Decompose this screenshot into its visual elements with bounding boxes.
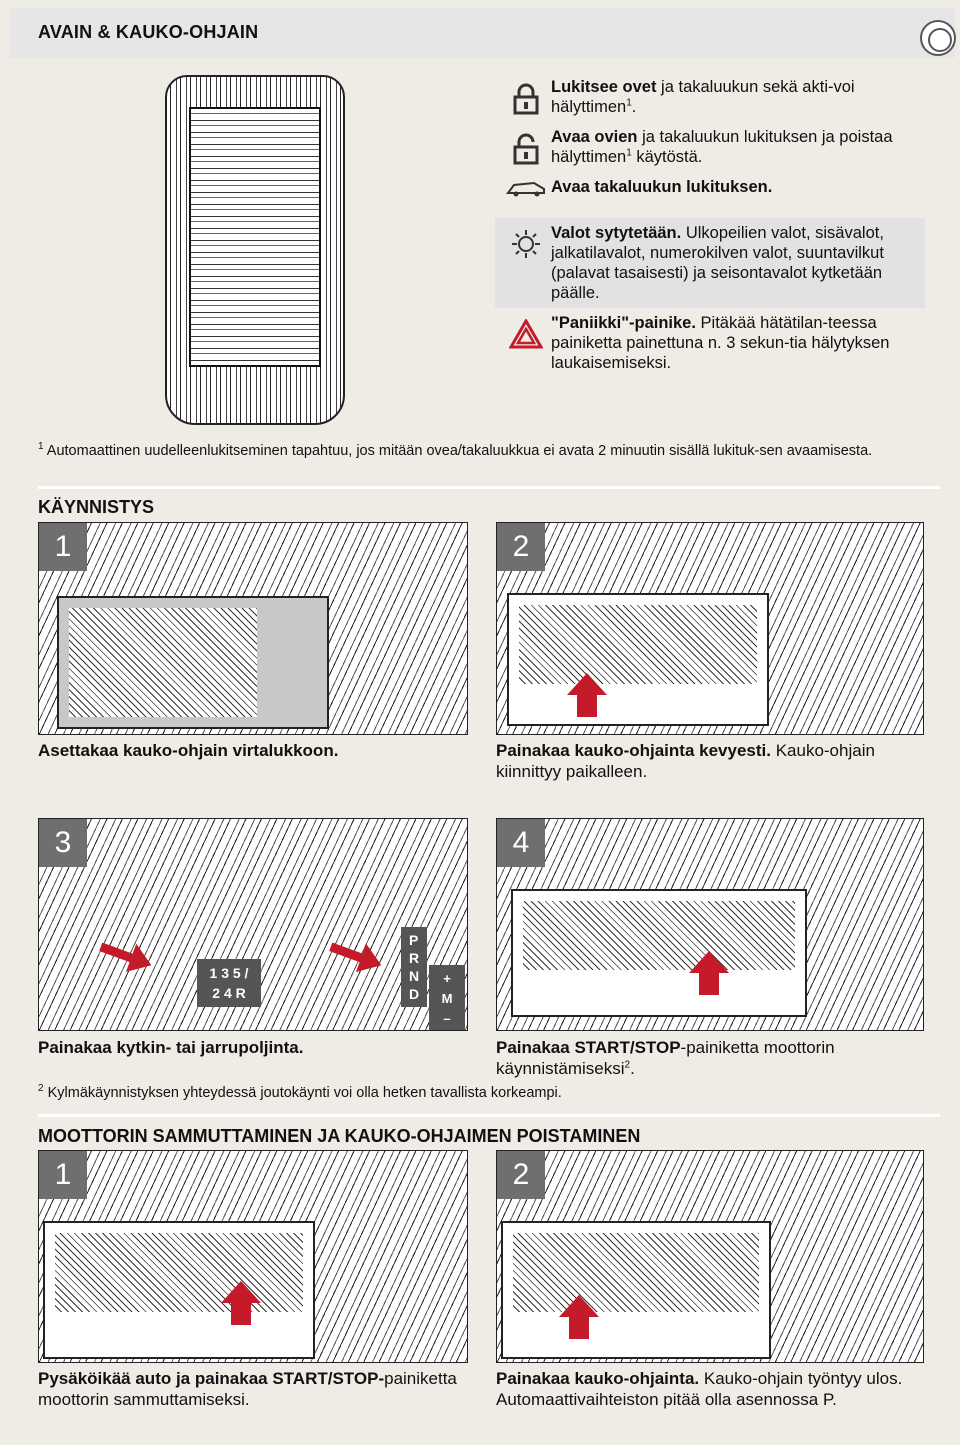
- page-title: AVAIN & KAUKO-OHJAIN: [38, 22, 259, 42]
- light-icon: [501, 223, 551, 263]
- remote-key-image: [165, 75, 345, 425]
- page-header: AVAIN & KAUKO-OHJAIN: [10, 8, 956, 58]
- manual-gear-diagram: 1 3 5 / 2 4 R: [197, 959, 261, 1007]
- press-arrow-icon: [689, 951, 729, 995]
- step-number: 3: [39, 819, 87, 867]
- section-title-stop: MOOTTORIN SAMMUTTAMINEN JA KAUKO-OHJAIME…: [38, 1126, 641, 1146]
- start-button-inset: [43, 1221, 315, 1359]
- start-step-1-caption: Asettakaa kauko-ohjain virtalukkoon.: [38, 741, 339, 760]
- car-trunk-icon: [501, 177, 551, 203]
- key-slot-inset: [501, 1221, 771, 1359]
- pedal-arrow-icon: [325, 933, 386, 980]
- stop-step-2-image: 2: [496, 1150, 924, 1363]
- key-slot-inset: [507, 593, 769, 726]
- divider: [38, 1114, 940, 1117]
- panic-triangle-icon: [501, 313, 551, 353]
- auto-mode-diagram: + M –: [429, 965, 465, 1030]
- step-number: 1: [39, 1151, 87, 1199]
- lock-open-icon: [501, 127, 551, 167]
- start-step-4-caption: Painakaa START/STOP-painiketta moottorin…: [496, 1038, 835, 1078]
- key-slot-inset: [57, 596, 329, 729]
- key-functions-list: Lukitsee ovet ja takaluukun sekä akti-vo…: [495, 72, 925, 378]
- pedal-arrow-icon: [95, 933, 156, 980]
- step-number: 2: [497, 1151, 545, 1199]
- start-button-inset: [511, 889, 807, 1017]
- footnote-2: 2 Kylmäkäynnistyksen yhteydessä joutokäy…: [38, 1083, 562, 1101]
- start-step-1-image: 1: [38, 522, 468, 735]
- start-step-3-caption: Painakaa kytkin- tai jarrupoljinta.: [38, 1038, 304, 1057]
- press-arrow-icon: [559, 1295, 599, 1339]
- start-step-2-image: 2: [496, 522, 924, 735]
- footnote-1: 1 Automaattinen uudelleenlukitseminen ta…: [38, 441, 873, 459]
- step-number: 1: [39, 523, 87, 571]
- step-number: 4: [497, 819, 545, 867]
- auto-gear-diagram: P R N D: [401, 927, 427, 1007]
- function-lights: Valot sytytetään. Ulkopeilien valot, sis…: [495, 218, 925, 308]
- start-step-2-caption: Painakaa kauko-ohjainta kevyesti. Kauko-…: [496, 741, 875, 781]
- start-step-4-image: 4: [496, 818, 924, 1031]
- stop-step-1-image: 1: [38, 1150, 468, 1363]
- function-lock: Lukitsee ovet ja takaluukun sekä akti-vo…: [495, 72, 925, 122]
- stop-step-2-caption: Painakaa kauko-ohjainta. Kauko-ohjain ty…: [496, 1369, 903, 1409]
- function-unlock: Avaa ovien ja takaluukun lukituksen ja p…: [495, 122, 925, 172]
- function-trunk: Avaa takaluukun lukituksen.: [495, 172, 925, 208]
- step-number: 2: [497, 523, 545, 571]
- function-panic: "Paniikki"-painike. Pitäkää hätätilan-te…: [495, 308, 925, 378]
- steering-wheel-icon: [920, 20, 956, 56]
- press-arrow-icon: [221, 1281, 261, 1325]
- lock-closed-icon: [501, 77, 551, 117]
- divider: [38, 486, 940, 489]
- start-step-3-image: 3 1 3 5 / 2 4 R P R N D + M –: [38, 818, 468, 1031]
- section-title-start: KÄYNNISTYS: [38, 497, 155, 517]
- stop-step-1-caption: Pysäköikää auto ja painakaa START/STOP-p…: [38, 1369, 457, 1409]
- press-arrow-icon: [567, 673, 607, 717]
